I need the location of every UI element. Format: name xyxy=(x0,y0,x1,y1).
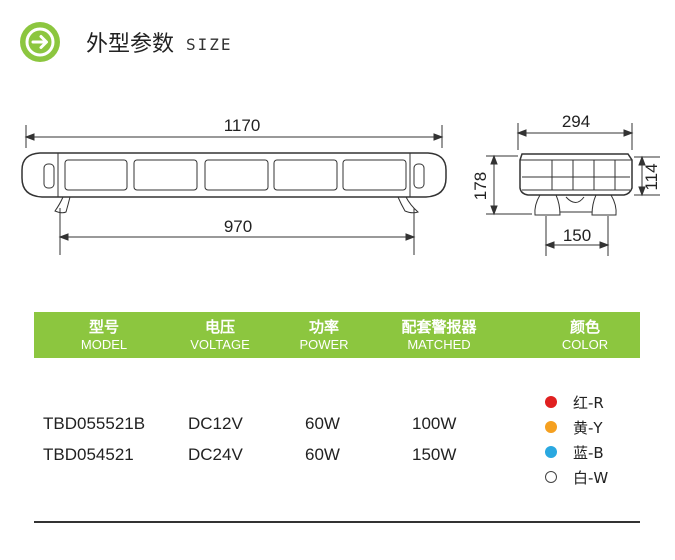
section-header: 外型参数 SIZE xyxy=(20,18,233,66)
yellow-dot-icon xyxy=(545,421,557,433)
dimension-drawing: 1170 970 294 178 114 150 xyxy=(21,112,661,256)
arrow-right-icon xyxy=(20,22,60,62)
dim-height-body: 114 xyxy=(642,163,661,190)
section-title: 外型参数 xyxy=(86,32,175,57)
table-cell-model: TBD054521 xyxy=(43,445,134,464)
table-cell-voltage: DC24V xyxy=(188,445,243,464)
dim-depth: 294 xyxy=(562,112,590,131)
table-cell-matched: 150W xyxy=(412,445,457,464)
column-header-power: 功率 POWER xyxy=(299,318,349,352)
column-header-matched: 配套警报器 MATCHED xyxy=(401,318,477,352)
dim-bracket-width: 150 xyxy=(563,226,591,245)
table-cell-voltage: DC12V xyxy=(188,414,243,433)
dim-mount-spacing: 970 xyxy=(224,217,252,236)
white-dot-icon xyxy=(545,471,557,483)
column-header-color: 颜色 COLOR xyxy=(561,318,609,352)
color-option-white: 白-W xyxy=(545,467,608,487)
color-option-yellow: 黄-Y xyxy=(545,417,603,437)
bottom-divider xyxy=(34,521,640,523)
column-header-voltage: 电压 VOLTAGE xyxy=(190,318,250,352)
table-cell-power: 60W xyxy=(305,445,340,464)
section-title-en: SIZE xyxy=(186,34,233,54)
color-option-red: 红-R xyxy=(545,392,604,412)
color-option-blue: 蓝-B xyxy=(545,442,604,462)
table-cell-power: 60W xyxy=(305,414,340,433)
blue-dot-icon xyxy=(545,446,557,458)
dim-total-length: 1170 xyxy=(224,116,261,135)
table-cell-model: TBD055521B xyxy=(43,414,146,433)
red-dot-icon xyxy=(545,396,557,408)
dim-height-total: 178 xyxy=(471,172,490,200)
spec-table-header: 型号 MODEL 电压 VOLTAGE 功率 POWER 配套警报器 MATCH… xyxy=(34,312,640,358)
column-header-model: 型号 MODEL xyxy=(80,318,128,352)
table-cell-matched: 100W xyxy=(412,414,457,433)
